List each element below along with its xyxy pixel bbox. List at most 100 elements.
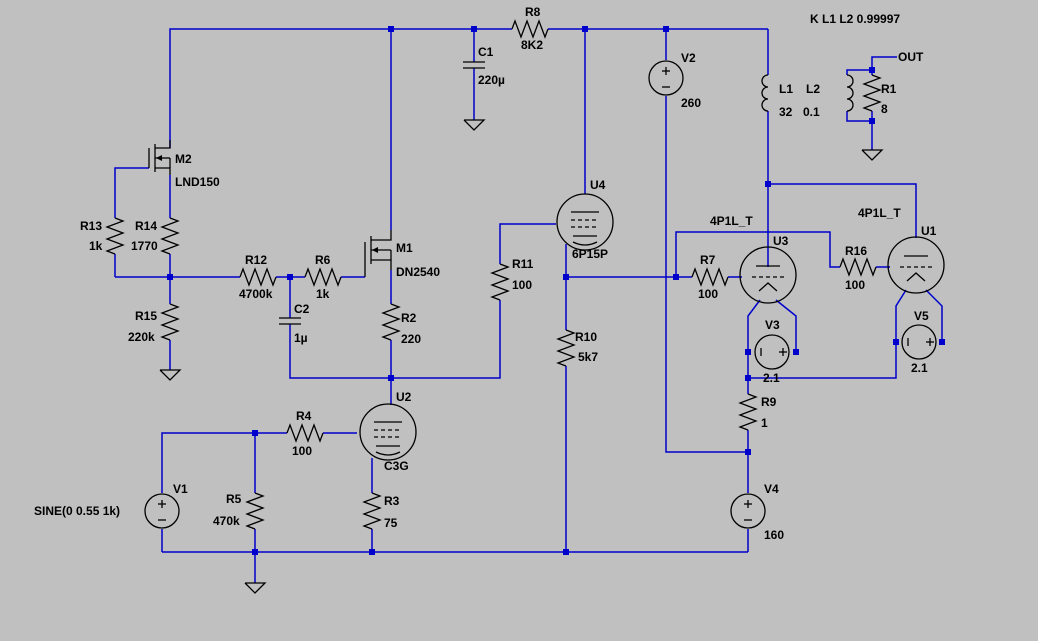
u2-value: C3G bbox=[384, 459, 409, 473]
u4-value: 6P15P bbox=[572, 247, 608, 261]
r14-value: 1770 bbox=[131, 239, 158, 253]
r12-value: 4700k bbox=[239, 287, 273, 301]
r15-name: R15 bbox=[135, 309, 157, 323]
u1-name: U1 bbox=[921, 224, 937, 238]
m1-mosfet-symbol[interactable] bbox=[364, 230, 392, 277]
c2-capacitor-symbol[interactable] bbox=[278, 317, 302, 325]
out-net-label: OUT bbox=[898, 50, 924, 64]
u3-name: U3 bbox=[773, 234, 789, 248]
r11-name: R11 bbox=[512, 257, 534, 271]
l2-value: 0.1 bbox=[803, 105, 820, 119]
ground-icon bbox=[861, 149, 883, 161]
r4-name: R4 bbox=[296, 409, 312, 423]
u3-value: 4P1L_T bbox=[710, 214, 753, 228]
r10-value: 5k7 bbox=[578, 350, 598, 364]
u4-pentode-symbol[interactable] bbox=[556, 193, 614, 251]
r15-resistor-symbol[interactable] bbox=[161, 303, 179, 341]
v2-value: 260 bbox=[681, 96, 701, 110]
v1-source-symbol[interactable] bbox=[144, 493, 180, 529]
c2-name: C2 bbox=[294, 302, 310, 316]
v3-source-symbol[interactable] bbox=[754, 334, 790, 370]
v2-source-symbol[interactable] bbox=[648, 60, 684, 96]
ground-icon bbox=[463, 119, 485, 131]
r4-resistor-symbol[interactable] bbox=[286, 424, 324, 442]
r16-resistor-symbol[interactable] bbox=[839, 258, 877, 276]
labels: K L1 L2 0.99997 OUT SINE(0 0.55 1k) R8 8… bbox=[34, 5, 937, 542]
m2-name: M2 bbox=[175, 152, 192, 166]
r2-resistor-symbol[interactable] bbox=[382, 303, 400, 341]
r8-name: R8 bbox=[525, 5, 541, 19]
r14-resistor-symbol[interactable] bbox=[161, 217, 179, 255]
c1-capacitor-symbol[interactable] bbox=[462, 61, 486, 69]
r3-resistor-symbol[interactable] bbox=[363, 492, 381, 530]
r6-value: 1k bbox=[316, 287, 330, 301]
m2-value: LND150 bbox=[175, 175, 220, 189]
junction-dots bbox=[167, 26, 945, 555]
c1-value: 220µ bbox=[478, 73, 505, 87]
u2-pentode-symbol[interactable] bbox=[359, 403, 417, 461]
u1-triode-symbol[interactable] bbox=[887, 236, 945, 294]
r2-name: R2 bbox=[401, 311, 417, 325]
r9-value: 1 bbox=[761, 416, 768, 430]
l1-value: 32 bbox=[779, 105, 793, 119]
r13-name: R13 bbox=[80, 219, 102, 233]
m1-value: DN2540 bbox=[396, 265, 440, 279]
l1-inductor-symbol[interactable] bbox=[761, 74, 769, 112]
r8-resistor-symbol[interactable] bbox=[511, 20, 549, 38]
u2-name: U2 bbox=[396, 390, 412, 404]
v4-name: V4 bbox=[764, 482, 779, 496]
r9-name: R9 bbox=[761, 395, 777, 409]
r16-value: 100 bbox=[845, 278, 865, 292]
ground-icon bbox=[159, 369, 181, 381]
r13-resistor-symbol[interactable] bbox=[106, 217, 124, 255]
r6-name: R6 bbox=[315, 253, 331, 267]
r5-resistor-symbol[interactable] bbox=[246, 492, 264, 530]
wires bbox=[114, 28, 943, 583]
c1-name: C1 bbox=[478, 45, 494, 59]
v1-name: V1 bbox=[173, 482, 188, 496]
r15-value: 220k bbox=[128, 330, 155, 344]
v5-value: 2.1 bbox=[911, 361, 928, 375]
r1-resistor-symbol[interactable] bbox=[863, 74, 881, 112]
u4-name: U4 bbox=[590, 178, 606, 192]
r11-value: 100 bbox=[512, 278, 532, 292]
l1-name: L1 bbox=[779, 82, 793, 96]
l2-name: L2 bbox=[806, 82, 820, 96]
r7-name: R7 bbox=[700, 253, 716, 267]
r3-value: 75 bbox=[384, 516, 398, 530]
r7-value: 100 bbox=[698, 287, 718, 301]
v4-value: 160 bbox=[764, 528, 784, 542]
c2-value: 1µ bbox=[294, 331, 308, 345]
r16-name: R16 bbox=[845, 244, 867, 258]
v5-name: V5 bbox=[914, 309, 929, 323]
ground-icon bbox=[244, 582, 266, 594]
r10-name: R10 bbox=[575, 330, 597, 344]
r5-name: R5 bbox=[226, 492, 242, 506]
r5-value: 470k bbox=[213, 514, 240, 528]
r4-value: 100 bbox=[292, 444, 312, 458]
r6-resistor-symbol[interactable] bbox=[304, 268, 342, 286]
r11-resistor-symbol[interactable] bbox=[491, 263, 509, 301]
r8-value: 8K2 bbox=[521, 38, 543, 52]
m1-name: M1 bbox=[396, 241, 413, 255]
r2-value: 220 bbox=[401, 332, 421, 346]
v2-name: V2 bbox=[681, 51, 696, 65]
spice-directive[interactable]: K L1 L2 0.99997 bbox=[810, 12, 900, 26]
r10-resistor-symbol[interactable] bbox=[557, 329, 575, 367]
r13-value: 1k bbox=[89, 239, 103, 253]
r7-resistor-symbol[interactable] bbox=[691, 268, 729, 286]
r9-resistor-symbol[interactable] bbox=[739, 393, 757, 431]
m2-mosfet-symbol[interactable] bbox=[148, 140, 171, 175]
v3-name: V3 bbox=[765, 318, 780, 332]
v4-source-symbol[interactable] bbox=[730, 493, 766, 529]
v1-source-text: SINE(0 0.55 1k) bbox=[34, 504, 120, 518]
r14-name: R14 bbox=[135, 219, 157, 233]
u1-value: 4P1L_T bbox=[858, 206, 901, 220]
v5-source-symbol[interactable] bbox=[901, 324, 937, 360]
r1-name: R1 bbox=[881, 82, 897, 96]
r12-name: R12 bbox=[245, 253, 267, 267]
r12-resistor-symbol[interactable] bbox=[239, 268, 277, 286]
r3-name: R3 bbox=[384, 494, 400, 508]
l2-inductor-symbol[interactable] bbox=[846, 74, 854, 112]
